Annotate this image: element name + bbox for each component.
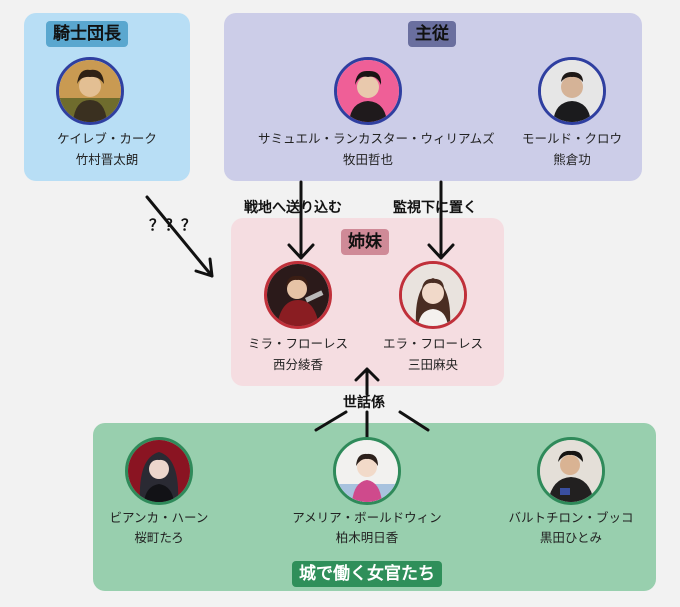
avatar-ella-photo: [399, 261, 467, 329]
mord-actor-name: 熊倉功: [553, 152, 591, 167]
amelia-role-name: アメリア・ボールドウィン: [292, 510, 442, 525]
label-send: 戦地へ送り込む: [244, 200, 342, 216]
arrow-unknown: [145, 195, 214, 278]
mord-role-name: モールド・クロウ: [521, 131, 622, 146]
caleb-role-name: ケイレブ・カーク: [57, 131, 157, 146]
label-care: 世話係: [343, 395, 385, 411]
avatar-samuel-photo: [334, 57, 402, 125]
avatar-mord-photo: [538, 57, 606, 125]
samuel-role-name: サミュエル・ランカスター・ウィリアムズ: [258, 131, 495, 146]
care-branch-left: [314, 410, 348, 432]
group-label-knight: 騎士団長: [46, 21, 128, 47]
label-unknown: ？？？: [149, 216, 198, 234]
arrow-send: [287, 180, 315, 260]
ella-role-name: エラ・フローレス: [382, 336, 483, 351]
avatar-bianca-photo: [125, 437, 193, 505]
bianca-role-name: ビアンカ・ハーン: [109, 510, 209, 525]
group-label-sisters: 姉妹: [341, 229, 389, 255]
arrow-watch: [427, 180, 455, 260]
label-watch: 監視下に置く: [393, 200, 477, 216]
caleb-actor-name: 竹村晋太朗: [75, 152, 139, 167]
bartho-actor-name: 黒田ひとみ: [539, 530, 603, 545]
avatar-bartho-photo: [537, 437, 605, 505]
group-label-maids: 城で働く女官たち: [292, 561, 442, 587]
care-branch-right: [398, 410, 430, 432]
avatar-caleb-photo: [56, 57, 124, 125]
ella-actor-name: 三田麻央: [407, 357, 458, 372]
group-label-retainers: 主従: [408, 21, 456, 47]
amelia-actor-name: 柏木明日香: [335, 530, 399, 545]
avatar-amelia-photo: [333, 437, 401, 505]
arrow-care: [354, 367, 380, 396]
bartho-role-name: バルトチロン・ブッコ: [508, 510, 634, 525]
avatar-mira-photo: [264, 261, 332, 329]
mira-role-name: ミラ・フローレス: [247, 336, 348, 351]
bianca-actor-name: 桜町たろ: [134, 530, 184, 545]
samuel-actor-name: 牧田哲也: [342, 152, 393, 167]
mira-actor-name: 西分綾香: [272, 357, 323, 372]
